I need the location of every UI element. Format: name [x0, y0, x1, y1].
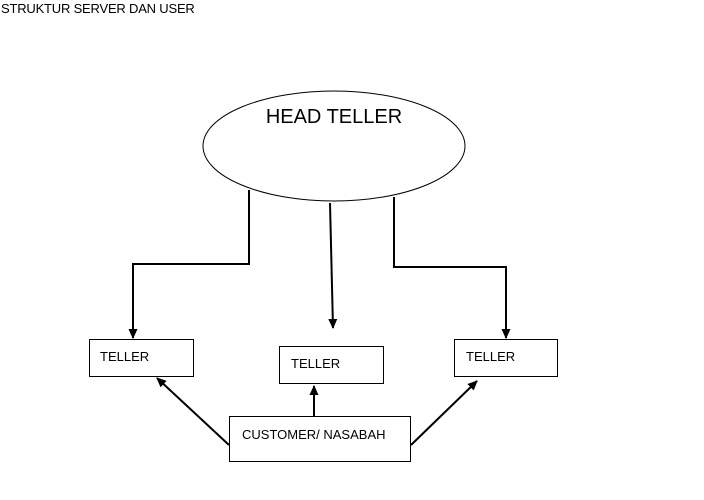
connector-head-to-teller-right	[393, 197, 511, 339]
teller-right-box[interactable]: TELLER	[454, 339, 558, 377]
head-teller-label: HEAD TELLER	[265, 106, 403, 128]
customer-label: CUSTOMER/ NASABAH	[242, 427, 386, 442]
teller-right-label: TELLER	[466, 349, 516, 364]
connector-customer-to-teller-right	[410, 380, 478, 446]
teller-left-label: TELLER	[100, 349, 150, 364]
connector-head-to-teller-left	[128, 190, 250, 339]
connector-customer-to-teller-left	[156, 377, 230, 446]
connector-head-to-teller-center	[328, 202, 338, 329]
customer-box[interactable]: CUSTOMER/ NASABAH	[229, 416, 411, 462]
teller-left-box[interactable]: TELLER	[89, 339, 194, 377]
teller-center-box[interactable]: TELLER	[279, 346, 384, 384]
teller-center-label: TELLER	[291, 356, 341, 371]
head-teller-ellipse[interactable]	[202, 90, 466, 202]
page-title: STRUKTUR SERVER DAN USER	[1, 1, 195, 16]
